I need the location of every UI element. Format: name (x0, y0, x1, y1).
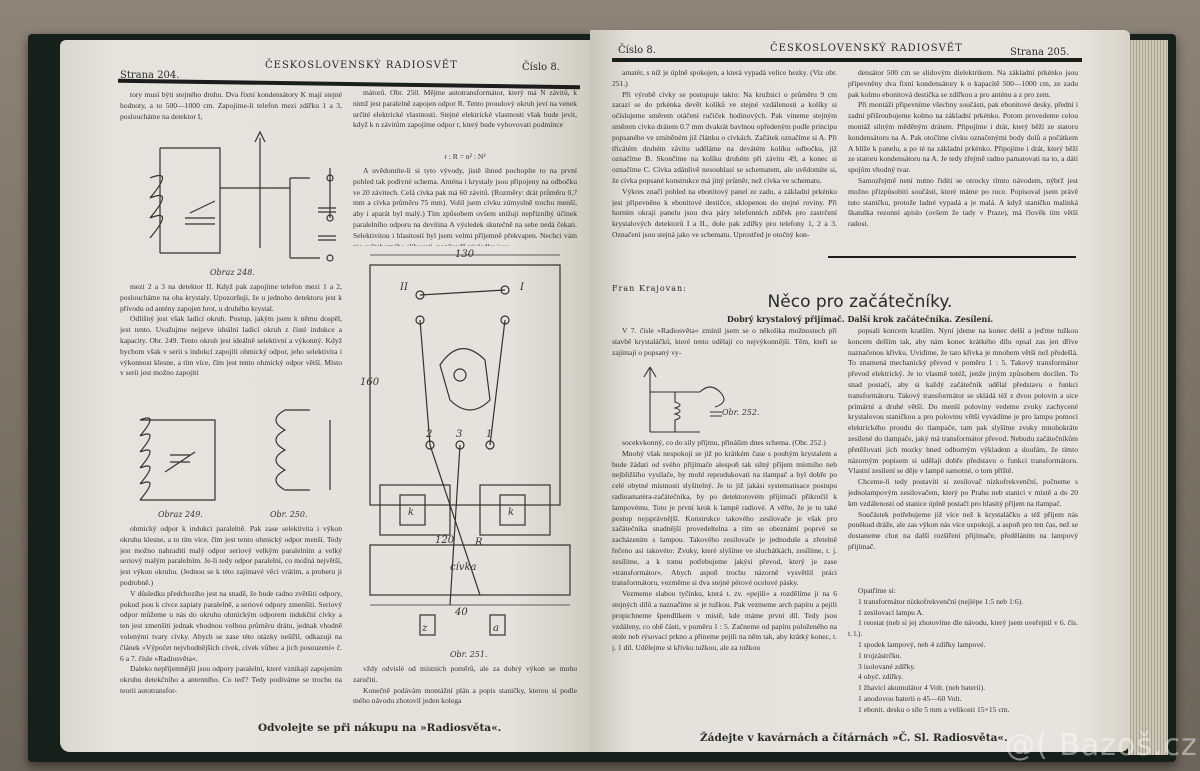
figure-251-caption: Obr. 251. (450, 650, 488, 659)
section-rule (828, 256, 1076, 258)
label-r: R (474, 537, 483, 548)
label-1: 1 (486, 429, 492, 440)
label-coil: cívka (450, 562, 477, 573)
figure-248-caption: Obraz 248. (210, 268, 255, 277)
formula: r : R = n² : N² (444, 152, 486, 161)
journal-title: ČESKOSLOVENSKÝ RADIOSVĚT (770, 43, 963, 54)
article-author: Fran Krajovan: (612, 284, 687, 293)
figure-249-250-schematic (139, 409, 331, 501)
column-text: socekvkonný, co do síly příjmu, přinášim… (612, 438, 837, 653)
label-detector-2: II (399, 282, 409, 293)
column-text: mezi 2 a 3 na detektor II. Když pak zapo… (120, 282, 342, 378)
column-text: V 7. čísle »Radiosvěta« zmínil jsem se o… (612, 326, 837, 357)
issue-number: Číslo 8. (618, 45, 656, 56)
issue-number: Číslo 8. (522, 62, 560, 73)
column-text: ohmický odpor k indukci paralelně. Pak z… (120, 524, 342, 695)
label-120: 120 (435, 535, 455, 546)
column-text: popsali koncem kratším. Nyní jdeme na ko… (848, 326, 1078, 551)
page-footer: Odvolejte se při nákupu na »Radiosvěta«. (258, 722, 502, 734)
left-page: Strana 204. ČESKOSLOVENSKÝ RADIOSVĚT Čís… (60, 40, 592, 752)
label-2: 2 (425, 429, 432, 440)
label-height: 160 (360, 377, 380, 388)
label-a: a (493, 623, 499, 634)
column-text: densátor 500 cm se slídovým dielektrikem… (848, 68, 1078, 229)
label-detector-1: I (519, 282, 525, 293)
label-width: 130 (455, 249, 475, 260)
right-page: Číslo 8. ČESKOSLOVENSKÝ RADIOSVĚT Strana… (590, 30, 1130, 752)
label-k: k (508, 507, 514, 518)
article-title: Něco pro začátečníky. (767, 292, 953, 312)
article-subtitle: Dobrý krystalový přijímač. Další krok za… (726, 314, 994, 324)
label-3: 3 (456, 429, 462, 440)
column-text: mátorů. Obr. 250. Mějme autotransformáto… (353, 88, 577, 130)
page-number: Strana 205. (1010, 47, 1070, 58)
figure-252-schematic (643, 366, 725, 433)
figure-248-schematic (149, 130, 336, 262)
column-text: vždy odvislé od místních poměrů, ale za … (353, 664, 577, 706)
page-number: Strana 204. (120, 70, 180, 81)
page-edges (1128, 40, 1168, 755)
column-text: A uvědomíte-li si tyto vývody, jistě ihn… (353, 166, 577, 246)
figure-250-caption: Obr. 250. (270, 510, 308, 519)
label-z: z (421, 623, 428, 634)
label-k: k (408, 507, 414, 518)
column-text: amatér, s níž je úplně spokojen, a která… (612, 68, 837, 239)
figure-251-assembly-plan: II I 130 160 2 3 1 k k 120 cívka 40 z a … (360, 249, 571, 636)
watermark: @( Bazoš.cz (1005, 728, 1198, 763)
column-text: tory musí býti stejného druhu. Dva fixní… (120, 90, 342, 121)
parts-list: Opatříme si: 1 transformátor nízkofrekve… (848, 586, 1078, 714)
journal-title: ČESKOSLOVENSKÝ RADIOSVĚT (265, 60, 458, 71)
label-40: 40 (454, 607, 468, 618)
header-rule (612, 58, 1082, 62)
page-footer: Žádejte v kavárnách a čítárnách »Č. Sl. … (700, 732, 1008, 744)
figure-249-caption: Obraz 249. (158, 510, 203, 519)
figure-252-caption: Obr. 252. (722, 408, 760, 417)
